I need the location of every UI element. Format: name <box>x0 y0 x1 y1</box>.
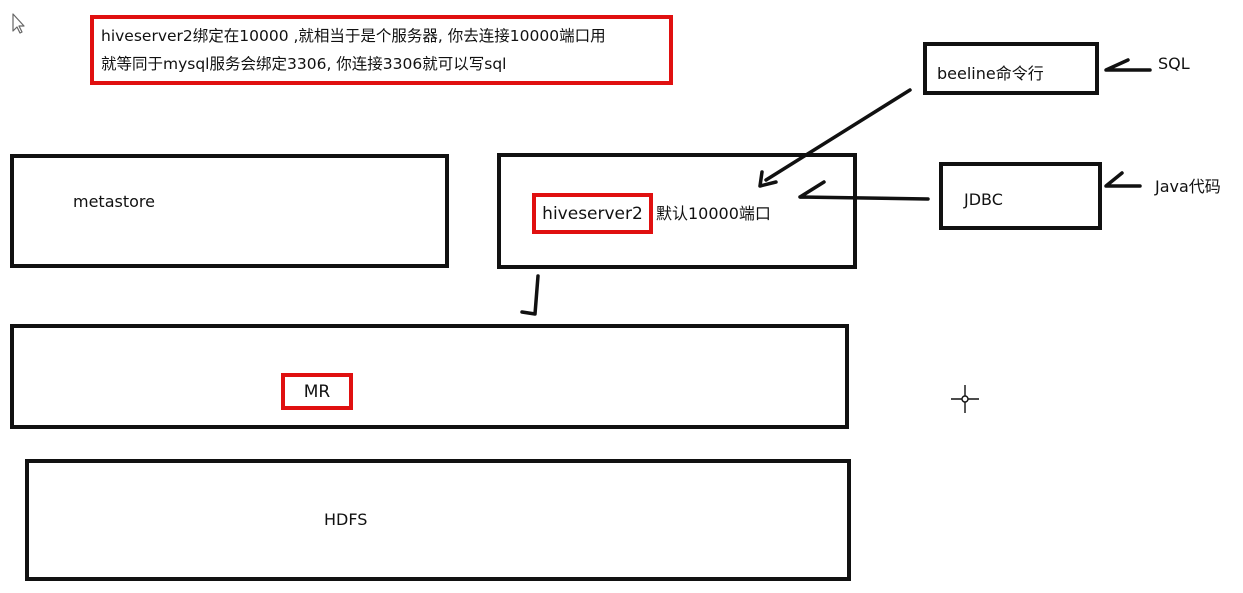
crosshair-cursor-icon <box>951 385 979 413</box>
java-code-label: Java代码 <box>1155 177 1221 196</box>
mr-highlight-box: MR <box>281 373 353 410</box>
mr-label: MR <box>303 381 331 402</box>
hdfs-box <box>25 459 851 581</box>
hdfs-label: HDFS <box>324 510 368 529</box>
hiveserver2-highlight-box: hiveserver2 <box>532 193 653 234</box>
jdbc-box <box>939 162 1102 230</box>
mr-box <box>10 324 849 429</box>
arrow-hiveserver2-to-mr <box>520 274 540 316</box>
note-line-1: hiveserver2绑定在10000 ,就相当于是个服务器, 你去连接1000… <box>101 27 606 45</box>
cursor-arrow-icon <box>12 13 25 34</box>
arrow-jdbc-to-hiveserver2 <box>798 180 930 201</box>
arrow-beeline-to-hiveserver2 <box>758 88 912 188</box>
metastore-label: metastore <box>73 192 155 211</box>
arrow-java-to-jdbc <box>1104 171 1142 188</box>
sql-label: SQL <box>1158 54 1190 73</box>
beeline-box <box>923 42 1099 95</box>
hiveserver2-label: hiveserver2 <box>542 203 643 224</box>
hiveserver2-box <box>497 153 857 269</box>
note-line-2: 就等同于mysql服务会绑定3306, 你连接3306就可以写sql <box>101 55 507 73</box>
arrow-sql-to-beeline <box>1104 58 1152 72</box>
hiveserver2-port-note: 默认10000端口 <box>656 204 771 223</box>
beeline-label: beeline命令行 <box>937 64 1044 83</box>
metastore-box <box>10 154 449 268</box>
jdbc-label: JDBC <box>964 190 1003 209</box>
note-highlight-box: hiveserver2绑定在10000 ,就相当于是个服务器, 你去连接1000… <box>90 15 673 85</box>
